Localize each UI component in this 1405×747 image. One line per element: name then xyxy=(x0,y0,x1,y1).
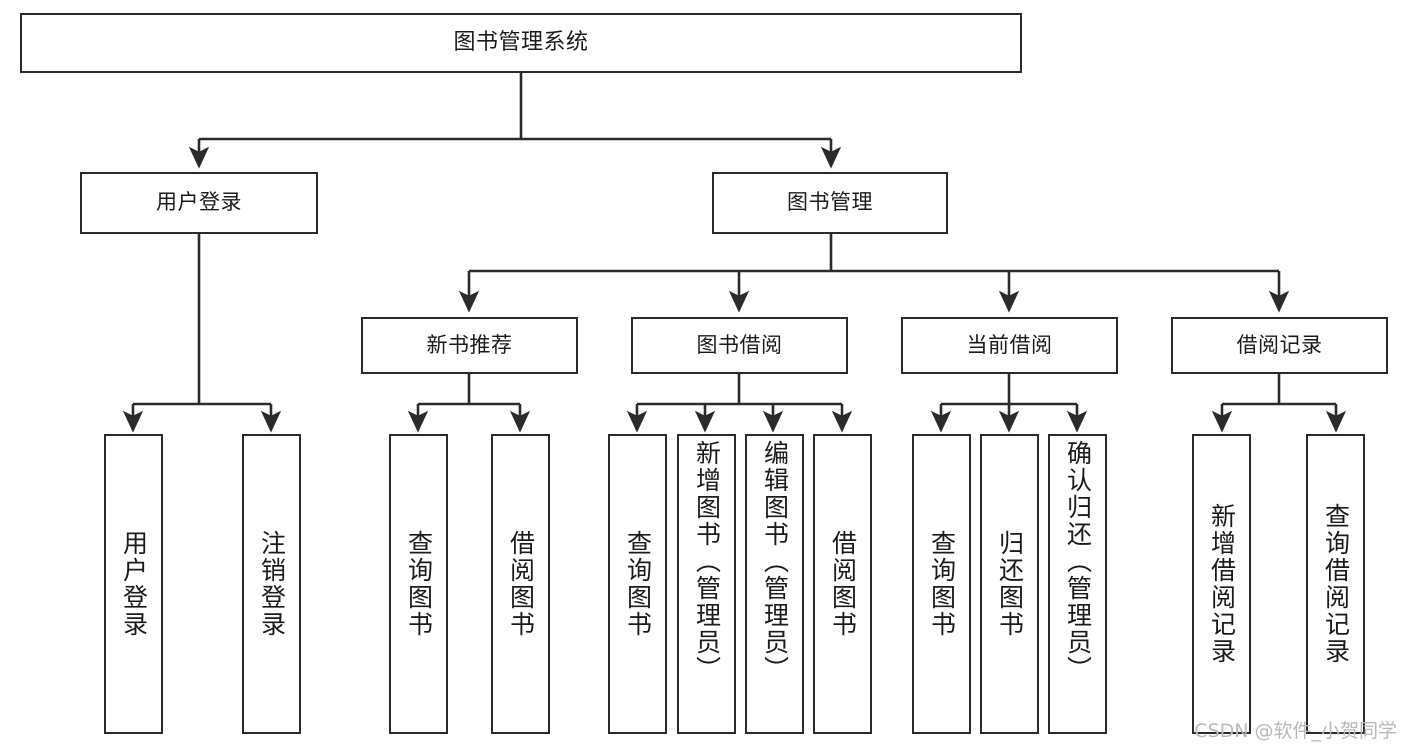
node-new-book-recommend[interactable]: 新书推荐 xyxy=(361,317,578,374)
node-leaf-return-book-label: 归还图书 xyxy=(995,530,1025,638)
node-leaf-add-record[interactable]: 新增借阅记录 xyxy=(1192,434,1251,734)
node-leaf-edit-book-label: 编辑图书（管理员） xyxy=(760,440,790,683)
watermark-text: CSDN @软件_小贺同学 xyxy=(1194,720,1397,742)
node-leaf-user-login[interactable]: 用户登录 xyxy=(104,434,163,734)
node-root[interactable]: 图书管理系统 xyxy=(20,13,1022,73)
node-leaf-add-book-label: 新增图书（管理员） xyxy=(692,440,722,683)
node-leaf-logout-login-label: 注销登录 xyxy=(257,530,287,638)
node-leaf-add-book[interactable]: 新增图书（管理员） xyxy=(677,434,736,734)
node-current-borrow[interactable]: 当前借阅 xyxy=(901,317,1118,374)
node-leaf-confirm-return[interactable]: 确认归还（管理员） xyxy=(1048,434,1107,734)
node-leaf-query-book-1-label: 查询图书 xyxy=(404,530,434,638)
node-book-borrow-label: 图书借阅 xyxy=(696,332,783,357)
node-root-label: 图书管理系统 xyxy=(453,29,589,55)
node-book-management-label: 图书管理 xyxy=(787,190,873,215)
node-new-book-recommend-label: 新书推荐 xyxy=(426,332,513,357)
node-leaf-query-record-label: 查询借阅记录 xyxy=(1321,503,1351,665)
node-book-management[interactable]: 图书管理 xyxy=(712,172,948,234)
node-leaf-user-login-label: 用户登录 xyxy=(119,530,149,638)
node-leaf-borrow-book-1[interactable]: 借阅图书 xyxy=(491,434,550,734)
node-leaf-query-book-1[interactable]: 查询图书 xyxy=(389,434,448,734)
node-leaf-borrow-book-2[interactable]: 借阅图书 xyxy=(813,434,872,734)
node-leaf-query-book-2-label: 查询图书 xyxy=(623,530,653,638)
node-leaf-add-record-label: 新增借阅记录 xyxy=(1207,503,1237,665)
node-leaf-borrow-book-1-label: 借阅图书 xyxy=(506,530,536,638)
node-leaf-query-book-3[interactable]: 查询图书 xyxy=(912,434,971,734)
node-leaf-query-record[interactable]: 查询借阅记录 xyxy=(1306,434,1365,734)
node-user-login[interactable]: 用户登录 xyxy=(80,172,318,234)
node-book-borrow[interactable]: 图书借阅 xyxy=(631,317,848,374)
node-leaf-confirm-return-label: 确认归还（管理员） xyxy=(1063,440,1093,683)
node-leaf-borrow-book-2-label: 借阅图书 xyxy=(828,530,858,638)
node-leaf-query-book-2[interactable]: 查询图书 xyxy=(608,434,667,734)
node-leaf-edit-book[interactable]: 编辑图书（管理员） xyxy=(745,434,804,734)
node-borrow-record-label: 借阅记录 xyxy=(1236,332,1323,357)
node-current-borrow-label: 当前借阅 xyxy=(966,332,1053,357)
node-borrow-record[interactable]: 借阅记录 xyxy=(1171,317,1388,374)
node-leaf-query-book-3-label: 查询图书 xyxy=(927,530,957,638)
node-user-login-label: 用户登录 xyxy=(156,190,242,215)
node-leaf-return-book[interactable]: 归还图书 xyxy=(980,434,1039,734)
node-leaf-logout-login[interactable]: 注销登录 xyxy=(242,434,301,734)
